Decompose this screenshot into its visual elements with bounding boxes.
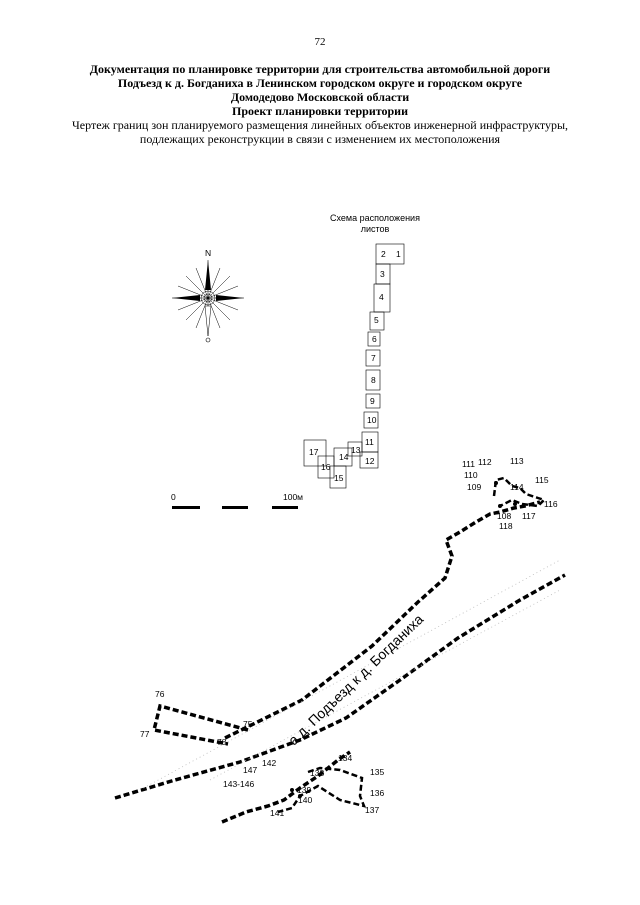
polygon-75-78 xyxy=(151,703,249,746)
point-label: 117 xyxy=(522,511,536,521)
sheet-13-frame xyxy=(347,441,363,457)
compass-rose-icon xyxy=(172,260,244,343)
point-label: 113 xyxy=(510,456,524,466)
sheet-9-frame xyxy=(365,393,381,409)
sheet-8-frame xyxy=(365,369,381,391)
zone-boundaries xyxy=(114,476,566,824)
point-label: 118 xyxy=(499,521,513,531)
sheet-label: 16 xyxy=(321,462,331,472)
point-label: 108 xyxy=(497,511,511,521)
point-label: 112 xyxy=(478,457,492,467)
point-label: 77 xyxy=(140,729,150,739)
point-label: 75 xyxy=(243,719,253,729)
point-label: 139 xyxy=(297,785,311,795)
point-label: 136 xyxy=(370,788,384,798)
point-label: 141 xyxy=(270,808,284,818)
sheet-label: 14 xyxy=(339,452,349,462)
header-title-line-1: Документация по планировке территории дл… xyxy=(89,62,551,76)
point-label: 111 xyxy=(462,459,475,469)
polygon-108-118 xyxy=(492,476,547,508)
point-label: 78 xyxy=(217,737,227,747)
point-label: 142 xyxy=(262,758,276,768)
road-name-label: а.д. Подъезд к д. Богданиха xyxy=(285,611,426,748)
sheet-label: 6 xyxy=(372,334,377,344)
sheet-scheme xyxy=(303,243,405,489)
point-label: 143-146 xyxy=(223,779,254,789)
sheet-label: 8 xyxy=(371,375,376,385)
document-header: Документация по планировке территории дл… xyxy=(20,62,620,146)
lower-boundary-line xyxy=(114,573,566,800)
sheet-label: 15 xyxy=(334,473,344,483)
point-labels: 76 77 75 78 111 112 113 110 109 114 115 … xyxy=(140,456,558,818)
scale-start-label: 0 xyxy=(171,492,176,502)
sheet-label: 17 xyxy=(309,447,319,457)
sheet-label: 4 xyxy=(379,292,384,302)
lower-boundary-stub xyxy=(221,750,351,824)
page-number: 72 xyxy=(314,36,326,48)
sheet-15-frame xyxy=(329,465,347,489)
header-title-line-3: Домодедово Московской области xyxy=(230,90,410,104)
point-label: 76 xyxy=(155,689,165,699)
point-label: 110 xyxy=(464,470,478,480)
polygon-134-141 xyxy=(277,766,367,814)
sheet-12-frame xyxy=(359,451,379,469)
sheet-7-frame xyxy=(365,349,381,367)
sheet-label: 13 xyxy=(351,445,361,455)
point-label: 140 xyxy=(298,795,312,805)
sheet-label: 3 xyxy=(380,269,385,279)
sheet-label: 1 xyxy=(396,249,401,259)
point-markers xyxy=(290,481,517,798)
scale-end-label: 100м xyxy=(283,492,303,502)
point-label: 137 xyxy=(365,805,379,815)
sheet-6-frame xyxy=(367,331,381,347)
sheet-label: 5 xyxy=(374,315,379,325)
sheet-label: 9 xyxy=(370,396,375,406)
point-label: 147 xyxy=(243,765,257,775)
point-label: 135 xyxy=(370,767,384,777)
sheet-label: 12 xyxy=(365,456,375,466)
header-title-line-2: Подъезд к д. Богданиха в Ленинском город… xyxy=(117,76,523,90)
sheet-label: 10 xyxy=(367,415,377,425)
sheet-label: 7 xyxy=(371,353,376,363)
point-label: 134 xyxy=(338,753,352,763)
compass-north-label: N xyxy=(205,248,211,258)
header-subtitle-line-1: Чертеж границ зон планируемого размещени… xyxy=(71,118,569,132)
point-label: 116 xyxy=(544,499,558,509)
sheet-numbers: 1 2 3 4 5 6 7 8 9 10 11 12 13 14 15 16 1… xyxy=(309,249,401,483)
sheet-label: 2 xyxy=(381,249,386,259)
point-label: 115 xyxy=(535,475,549,485)
sheet-10-frame xyxy=(363,411,379,429)
scale-bar: 0 100м xyxy=(171,492,303,509)
point-label: 109 xyxy=(467,482,481,492)
scheme-title: Схема расположения листов xyxy=(330,213,420,234)
sheet-5-frame xyxy=(369,311,385,331)
sheet-17-frame xyxy=(303,439,327,467)
header-subtitle-line-2: подлежащих реконструкции в связи с измен… xyxy=(139,132,501,146)
point-label: 114 xyxy=(510,482,524,492)
sheet-label: 11 xyxy=(365,437,374,447)
point-label: 138 xyxy=(310,768,324,778)
header-title-line-4: Проект планировки территории xyxy=(231,104,409,118)
upper-boundary-line xyxy=(224,500,541,740)
